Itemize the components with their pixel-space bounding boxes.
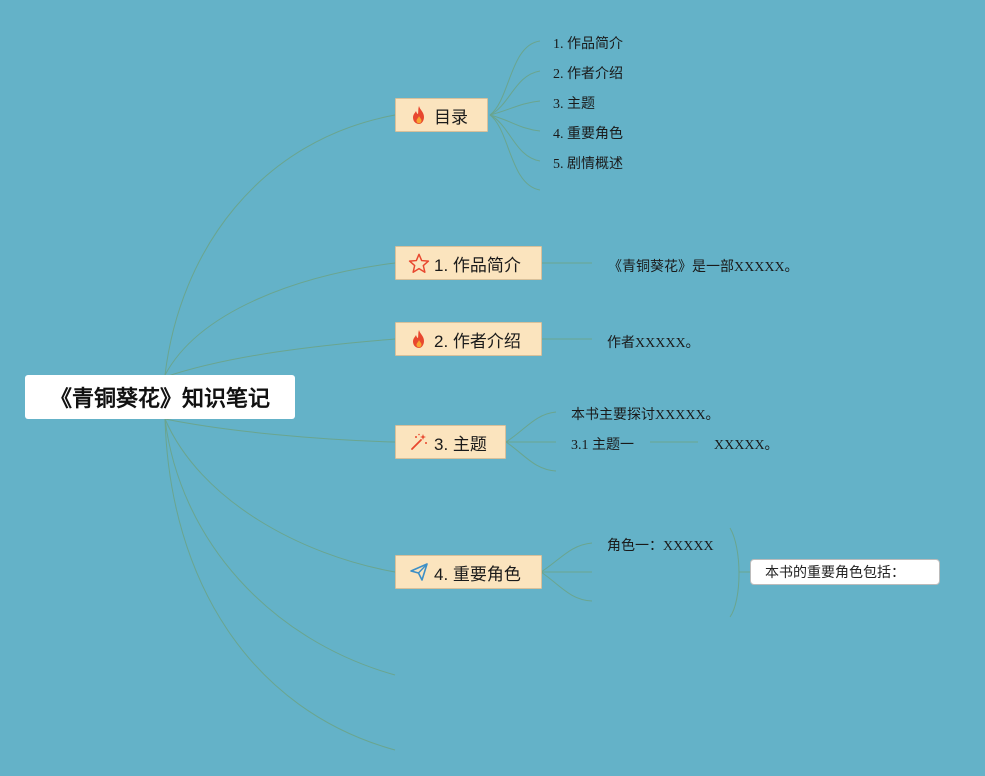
author-text[interactable]: 作者XXXXX。 xyxy=(607,336,700,351)
toc-label: 目录 xyxy=(434,107,468,127)
roles-summary-callout[interactable]: 本书的重要角色包括： xyxy=(750,559,940,585)
star-outline-icon xyxy=(408,252,430,274)
toc-item-2[interactable]: 2. 作者介绍 xyxy=(553,67,623,82)
link-toc-5 xyxy=(489,114,541,162)
link-roles-1 xyxy=(540,542,593,573)
link-toc-3 xyxy=(489,100,541,116)
toc-item-5[interactable]: 5. 剧情概述 xyxy=(553,157,623,172)
theme-node[interactable]: 3. 主题 xyxy=(395,425,506,459)
role-1-text[interactable]: 角色一：XXXXX xyxy=(607,539,714,554)
toc-item-4[interactable]: 4. 重要角色 xyxy=(553,127,623,142)
author-label: 2. 作者介绍 xyxy=(434,331,521,351)
roles-node[interactable]: 4. 重要角色 xyxy=(395,555,542,589)
link-root-roles xyxy=(164,418,396,573)
magic-wand-icon xyxy=(408,431,430,453)
theme-label: 3. 主题 xyxy=(434,434,487,454)
root-topic[interactable]: 《青铜葵花》知识笔记 xyxy=(25,375,295,419)
toc-item-1[interactable]: 1. 作品简介 xyxy=(553,37,623,52)
fire-icon xyxy=(408,104,430,126)
toc-node[interactable]: 目录 xyxy=(395,98,488,132)
author-node[interactable]: 2. 作者介绍 xyxy=(395,322,542,356)
roles-summary-text: 本书的重要角色包括： xyxy=(765,565,905,581)
link-toc-2 xyxy=(489,70,541,116)
paper-plane-icon xyxy=(408,561,430,583)
toc-item-3[interactable]: 3. 主题 xyxy=(553,97,595,112)
link-root-theme xyxy=(164,418,396,443)
roles-label: 4. 重要角色 xyxy=(434,564,521,584)
fire-icon xyxy=(408,328,430,350)
link-theme-1 xyxy=(505,411,557,443)
link-theme-3 xyxy=(505,441,557,472)
link-toc-4 xyxy=(489,114,541,132)
link-roles-3 xyxy=(540,571,593,602)
link-toc-6 xyxy=(489,114,541,191)
link-root-empty1 xyxy=(164,418,396,676)
link-root-author xyxy=(164,338,396,378)
link-root-toc xyxy=(164,114,396,376)
theme-sub-text[interactable]: XXXXX。 xyxy=(714,438,779,453)
theme-sub-label[interactable]: 3.1 主题一 xyxy=(571,438,634,453)
root-title: 《青铜葵花》知识笔记 xyxy=(49,387,270,412)
theme-text[interactable]: 本书主要探讨XXXXX。 xyxy=(571,408,720,423)
summary-bracket xyxy=(729,527,740,618)
link-root-empty2 xyxy=(164,418,396,751)
intro-label: 1. 作品简介 xyxy=(434,255,521,275)
link-toc-1 xyxy=(489,40,541,116)
link-root-intro xyxy=(164,262,396,376)
intro-node[interactable]: 1. 作品简介 xyxy=(395,246,542,280)
intro-text[interactable]: 《青铜葵花》是一部XXXXX。 xyxy=(608,260,799,275)
